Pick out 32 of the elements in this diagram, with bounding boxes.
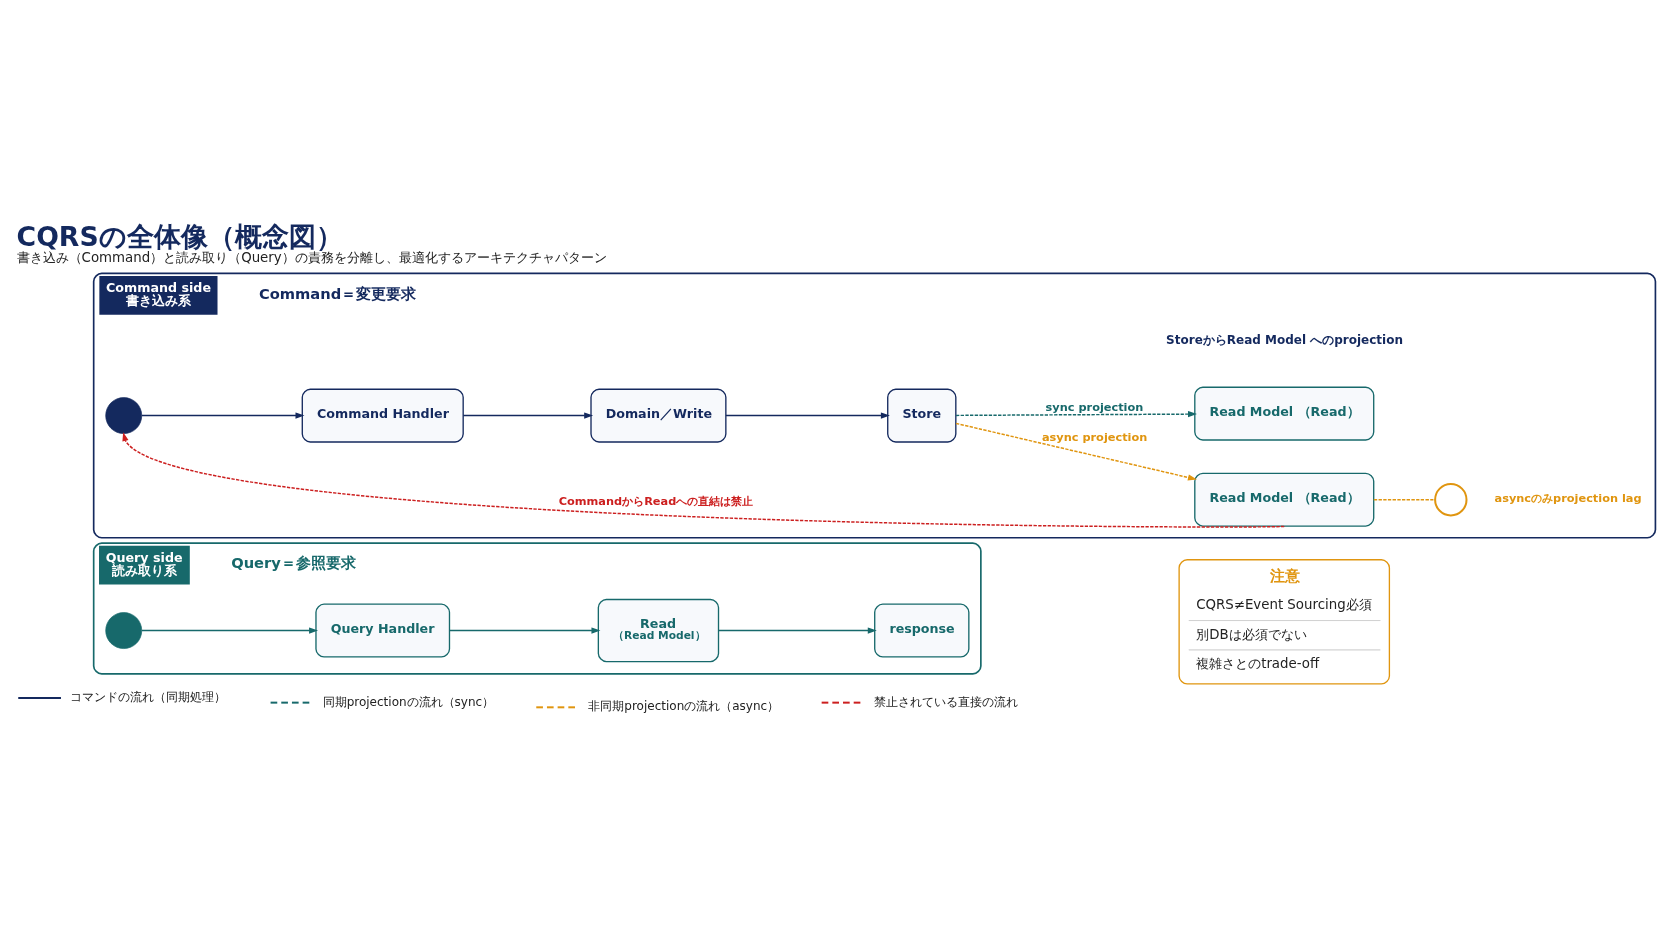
node-box: Query Handler [315,603,451,658]
arrow [955,422,1197,481]
node-person [105,611,143,649]
arrow [462,411,594,419]
node-label: asyncのみprojection lag [1494,490,1642,505]
edge-label: sync projection [1045,399,1144,414]
node-box: Read （Read Model） [597,598,720,662]
edge-label: CommandからReadへの直結は禁止 [558,493,754,508]
arrow [725,411,890,419]
node-box: Command Handler [301,388,464,443]
node-box: Read Model （Read） [1194,472,1375,527]
arrow [141,626,319,634]
legend-label: コマンドの流れ（同期処理） [70,689,227,704]
node-person [105,396,143,434]
node-box: Read Model （Read） [1194,386,1375,441]
node-box: Store [887,388,957,443]
node-box: Domain／Write [590,388,727,443]
arrow [955,410,1197,417]
arrow [448,626,601,634]
arrow [141,411,305,419]
node-box: response [874,603,970,658]
node-clock [1434,482,1468,516]
legend-label: 非同期projectionの流れ（async） [588,698,780,713]
legend-label: 同期projectionの流れ（sync） [322,694,495,709]
label: StoreからRead Model へのprojection [1166,332,1403,347]
node-box: 注意 CQRS≠Event Sourcing必須 別DBは必須でない 複雑さとのtrade-off [1178,558,1391,685]
edge-label: async projection [1041,429,1148,444]
legend-label: 禁止されている直接の流れ [873,694,1018,709]
arrow [717,626,877,634]
arrow [122,431,1285,528]
diagram-title: CQRSの全体像（概念図） [16,220,343,252]
connector [1373,498,1436,500]
